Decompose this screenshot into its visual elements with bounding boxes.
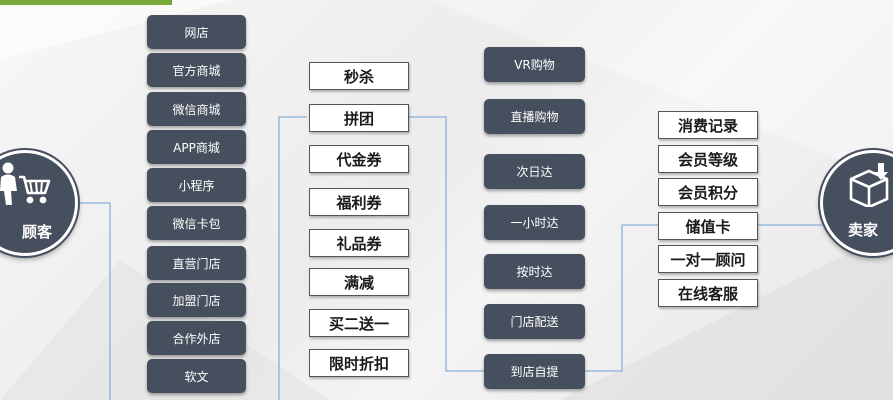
- membership-item[interactable]: 会员等级: [658, 145, 758, 173]
- connector-customer-channels: [75, 202, 111, 400]
- delivery-item[interactable]: 一小时达: [484, 205, 585, 240]
- delivery-item[interactable]: 直播购物: [484, 99, 585, 134]
- promotion-item[interactable]: 拼团: [309, 104, 409, 132]
- promotion-item[interactable]: 满减: [309, 268, 409, 296]
- connector-promotions-delivery: [409, 116, 484, 372]
- channel-item[interactable]: 微信商城: [147, 92, 246, 126]
- membership-item[interactable]: 在线客服: [658, 279, 758, 307]
- box-download-icon: [849, 163, 889, 207]
- seller-node: 卖家: [820, 150, 893, 256]
- delivery-item[interactable]: 按时达: [484, 254, 585, 289]
- channel-item[interactable]: 软文: [147, 359, 246, 393]
- channel-item[interactable]: 官方商城: [147, 53, 246, 87]
- membership-item[interactable]: 会员积分: [658, 178, 758, 206]
- connector-delivery-membership: [585, 224, 658, 372]
- channel-item[interactable]: 合作外店: [147, 321, 246, 355]
- delivery-item[interactable]: 门店配送: [484, 304, 585, 339]
- channel-item[interactable]: APP商城: [147, 130, 246, 164]
- channel-item[interactable]: 小程序: [147, 168, 246, 202]
- promotion-item[interactable]: 代金券: [309, 145, 409, 173]
- promotion-item[interactable]: 礼品券: [309, 229, 409, 257]
- connector-channels-promotions: [278, 116, 307, 400]
- accent-bar: [0, 0, 172, 5]
- channel-item[interactable]: 网店: [147, 15, 246, 49]
- membership-item[interactable]: 消费记录: [658, 111, 758, 139]
- promotion-item[interactable]: 福利券: [309, 188, 409, 216]
- promotion-item[interactable]: 秒杀: [309, 62, 409, 90]
- membership-item[interactable]: 储值卡: [658, 212, 758, 240]
- shopper-cart-icon: [0, 162, 51, 205]
- customer-label: 顾客: [21, 223, 52, 241]
- membership-item[interactable]: 一对一顾问: [658, 245, 758, 273]
- seller-label: 卖家: [847, 221, 878, 239]
- delivery-item[interactable]: 到店自提: [484, 354, 585, 389]
- channel-item[interactable]: 微信卡包: [147, 206, 246, 240]
- channel-item[interactable]: 加盟门店: [147, 283, 246, 317]
- promotion-item[interactable]: 限时折扣: [309, 349, 409, 377]
- delivery-item[interactable]: 次日达: [484, 154, 585, 189]
- delivery-item[interactable]: VR购物: [484, 47, 585, 82]
- channel-item[interactable]: 直营门店: [147, 246, 246, 280]
- promotion-item[interactable]: 买二送一: [309, 309, 409, 337]
